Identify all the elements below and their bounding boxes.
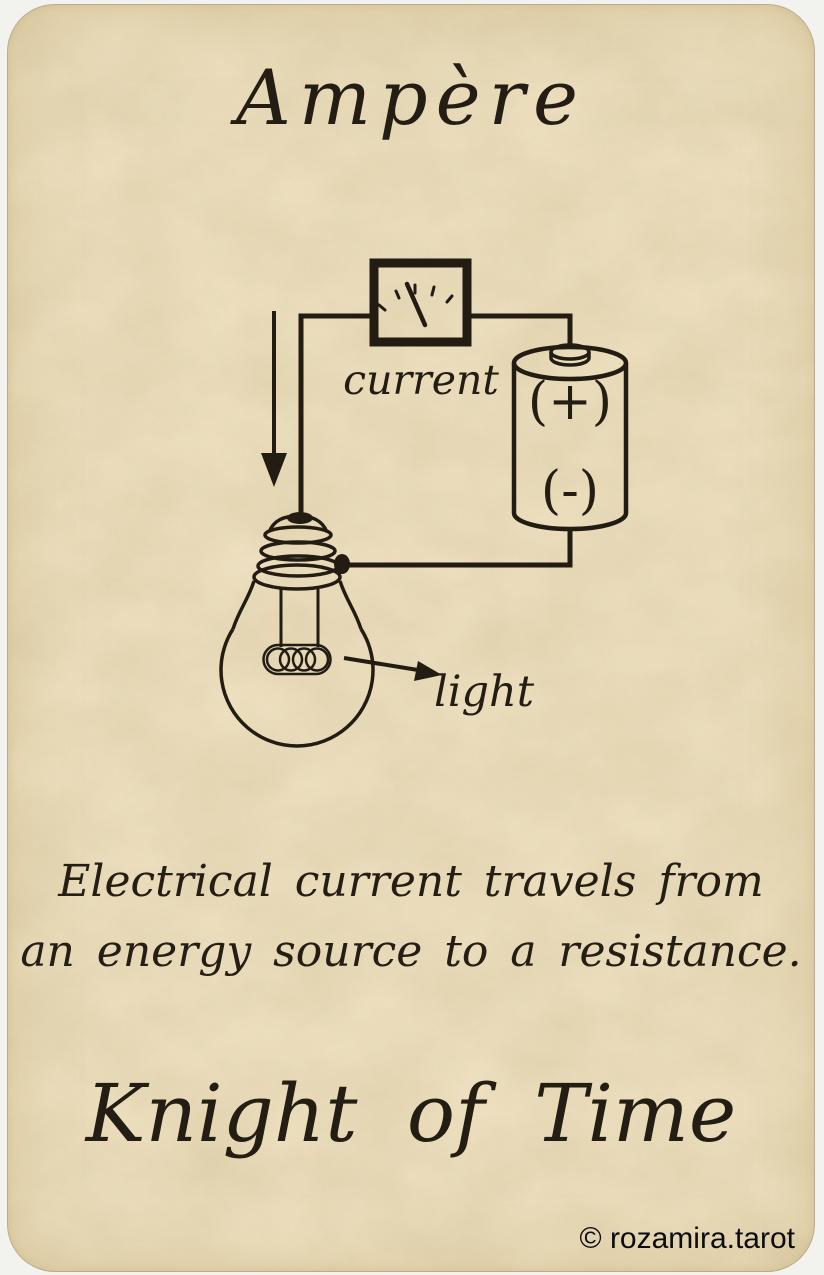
meter-needle: [404, 281, 428, 328]
light-label: light: [434, 667, 535, 717]
description-line-1: Electrical current travels from: [58, 856, 764, 907]
card-description: Electrical current travels from an energ…: [8, 847, 814, 987]
battery-positive-label: (+): [528, 372, 612, 432]
description-line-2: an energy source to a resistance.: [20, 926, 802, 977]
bulb-base: [252, 563, 342, 591]
filament-coil: [262, 643, 332, 676]
tarot-card: Ampère: [7, 4, 815, 1272]
watermark-text: © rozamira.tarot: [579, 1222, 796, 1255]
current-label: current: [343, 356, 499, 404]
battery-negative-label: (-): [541, 461, 599, 521]
light-bulb-icon: [219, 512, 375, 748]
wire-meter-to-bulb: [298, 313, 374, 517]
wire-meter-to-battery: [467, 313, 573, 346]
light-pointer-arrow-icon: [343, 656, 442, 681]
bulb-glass: [219, 628, 375, 748]
card-title: Ampère: [236, 53, 586, 142]
meter-scale-ticks: [377, 283, 454, 312]
wire-battery-to-bulb: [344, 529, 573, 568]
circuit-diagram: (+) (-): [219, 258, 629, 748]
ammeter-icon: [369, 258, 472, 347]
current-direction-arrow-icon: [261, 311, 287, 487]
battery-icon: (+) (-): [511, 343, 629, 532]
card-rank: Knight of Time: [85, 1067, 737, 1160]
